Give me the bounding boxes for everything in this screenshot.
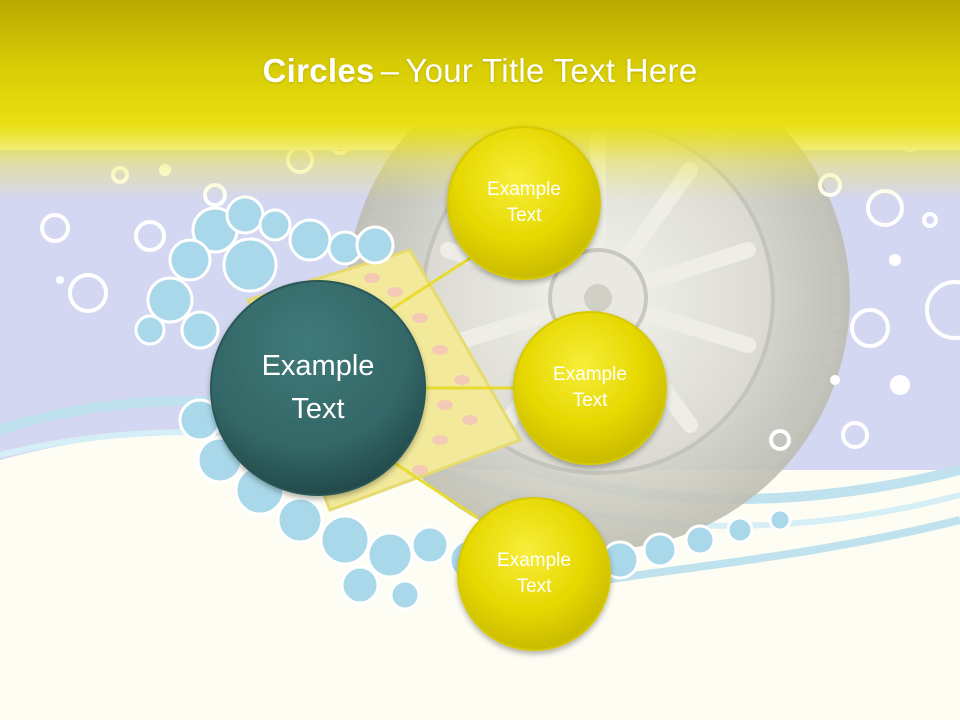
node-circle-bottom[interactable] xyxy=(457,497,611,651)
node-circle-middle[interactable] xyxy=(513,311,667,465)
node-middle-line2: Text xyxy=(572,390,608,411)
node-middle-line1: Example xyxy=(553,364,627,386)
node-top-label: Example Text xyxy=(454,143,594,263)
connector-line-bottom xyxy=(389,458,479,520)
title-main-part: Your Title Text Here xyxy=(405,52,698,89)
title-bold-part: Circles xyxy=(262,52,375,89)
node-bottom-label: Example Text xyxy=(464,514,604,634)
center-label-line1: Example xyxy=(261,349,375,382)
connector-line-top xyxy=(389,253,476,312)
node-circle-top[interactable] xyxy=(447,126,601,280)
center-circle[interactable] xyxy=(210,280,426,496)
center-circle-label: Example Text xyxy=(218,298,418,478)
node-bottom-line2: Text xyxy=(516,576,552,597)
node-top-line2: Text xyxy=(506,205,542,226)
title-separator: – xyxy=(380,52,400,89)
slide-title: Circles–Your Title Text Here xyxy=(0,52,960,90)
node-bottom-line1: Example xyxy=(497,550,571,572)
center-label-line2: Text xyxy=(291,393,345,425)
node-middle-label: Example Text xyxy=(520,328,660,448)
node-top-line1: Example xyxy=(487,179,561,201)
